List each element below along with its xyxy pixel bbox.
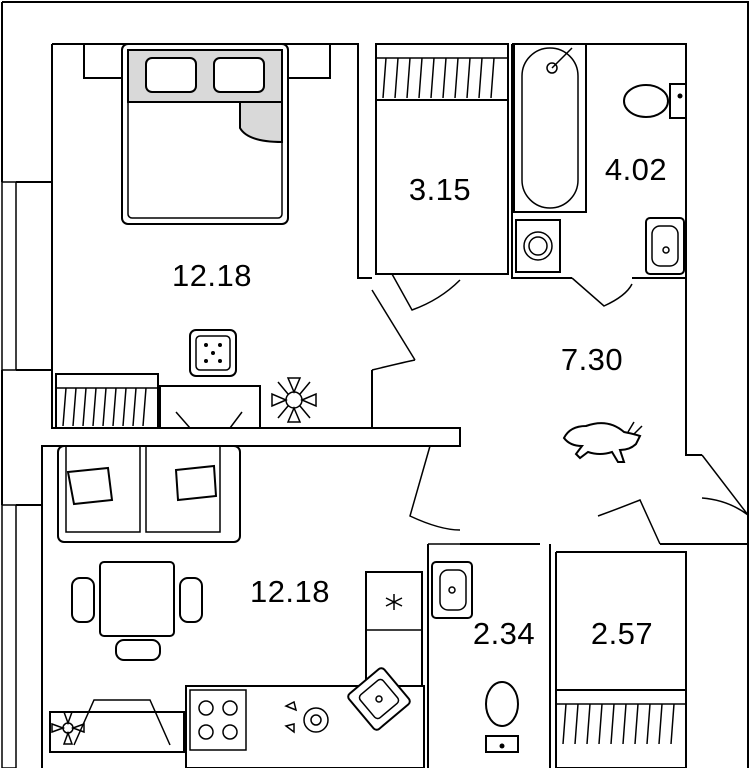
window-left-bottom: [1, 504, 17, 768]
sink-icon: [645, 217, 685, 275]
sofa-icon: [57, 445, 241, 543]
bedroom-door: [371, 289, 416, 361]
area-label-bedroom: 12.18: [172, 258, 252, 293]
area-label-toilet: 2.34: [473, 616, 535, 651]
area-label-living-kitchen: 12.18: [250, 574, 330, 609]
plant-icon: [51, 711, 85, 745]
living-kitchen: 12.18: [41, 445, 425, 768]
dining-table-icon: [71, 561, 203, 661]
plant-icon: [271, 377, 317, 423]
bed-icon: [83, 43, 331, 225]
wardrobe-icon: [55, 373, 159, 429]
window-left-top: [1, 181, 17, 371]
chair-icon: [179, 577, 203, 623]
ceiling-light-icon: [189, 329, 237, 377]
toilet-room: 2.34: [427, 543, 551, 768]
toilet-icon: [485, 681, 519, 753]
stove-icon: [189, 689, 247, 751]
bathtub-icon: [513, 43, 587, 213]
refrigerator-icon: [365, 571, 423, 687]
pillow-icon: [145, 57, 197, 93]
kettle-icon: [284, 700, 329, 734]
chair-icon: [115, 639, 161, 661]
sink-icon: [431, 561, 473, 619]
bathroom: 4.02: [511, 43, 687, 440]
kitchen-counter: [185, 571, 425, 768]
tv-stand-icon: [49, 699, 185, 753]
kitchen-sink-icon: [347, 667, 411, 731]
washing-machine-icon: [515, 219, 561, 273]
desk-icon: [159, 385, 261, 429]
area-label-bathroom: 4.02: [605, 152, 667, 187]
hallway: 7.30: [409, 342, 749, 545]
pillow-icon: [213, 57, 265, 93]
wardrobe-icon: [375, 43, 509, 101]
area-label-storage-top: 3.15: [409, 172, 471, 207]
area-label-storage-bottom: 2.57: [591, 616, 653, 651]
cat-icon: [562, 421, 643, 463]
storage-top: 3.15: [375, 43, 509, 311]
chair-icon: [71, 577, 95, 623]
area-label-hallway: 7.30: [561, 342, 623, 377]
wardrobe-icon: [555, 689, 687, 768]
toilet-icon: [623, 83, 687, 119]
storage-bottom: 2.57: [555, 551, 687, 768]
